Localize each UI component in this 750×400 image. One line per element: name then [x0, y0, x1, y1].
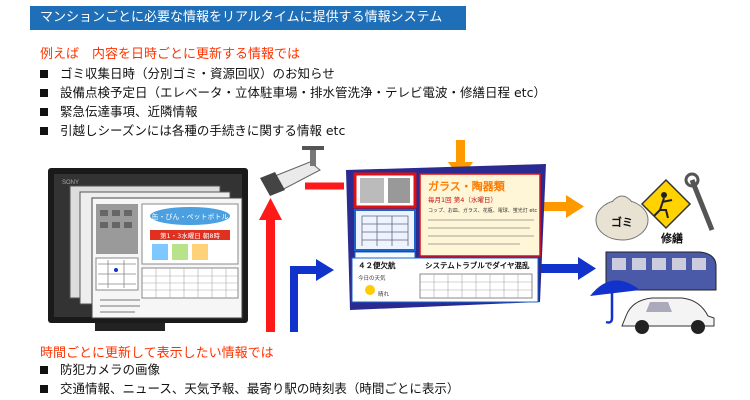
car-icon	[621, 297, 715, 334]
list-item: 防犯カメラの画像	[40, 360, 459, 379]
system-illustration: SONY 「缶・びん・ペットボトル」 第1・3水曜日 朝8時	[48, 140, 717, 334]
monitor-brand: SONY	[62, 180, 79, 186]
list-item: 交通情報、ニュース、天気予報、最寄り駅の時刻表（時間ごとに表示）	[40, 379, 459, 398]
orange-right-arrow	[540, 195, 584, 218]
list-item: 緊急伝達事項、近隣情報	[40, 102, 546, 121]
list-item-text: ゴミ収集日時（分別ゴミ・資源回収）のお知らせ	[60, 66, 335, 81]
garbage-label: ゴミ	[611, 215, 633, 229]
train-headline: システムトラブルでダイヤ混乱	[425, 260, 530, 270]
list-item-text: 設備点検予定日（エレベータ・立体駐車場・排水管洗浄・テレビ電波・修繕日程 etc…	[60, 85, 546, 100]
list-item: 設備点検予定日（エレベータ・立体駐車場・排水管洗浄・テレビ電波・修繕日程 etc…	[40, 83, 546, 102]
building-panel	[354, 209, 416, 251]
top-section-heading: 例えば 内容を日時ごとに更新する情報では	[40, 47, 301, 62]
list-item-text: 引越しシーズンには各種の手続きに関する情報 etc	[60, 123, 346, 138]
bottom-section-heading: 時間ごとに更新して表示したい情報では	[40, 346, 274, 361]
poster-title: 「缶・びん・ペットボトル」	[145, 212, 236, 221]
bullet-square-icon	[40, 107, 48, 116]
blue-feed-arrow	[290, 259, 334, 332]
tv-monitor: SONY 「缶・びん・ペットボトル」 第1・3水曜日 朝8時	[48, 168, 248, 331]
repair-label: 修繕	[660, 231, 683, 245]
weather-label: 今日の天気	[358, 274, 386, 282]
glass-note: コップ、お皿、ガラス、花瓶、電球、蛍光灯 etc	[428, 207, 537, 214]
blue-right-arrow	[530, 257, 596, 280]
glass-notice-title: ガラス・陶器類	[428, 179, 506, 193]
garbage-bag-icon: ゴミ	[595, 195, 649, 241]
list-item: 引越しシーズンには各種の手続きに関する情報 etc	[40, 121, 546, 140]
list-item-text: 緊急伝達事項、近隣情報	[60, 104, 198, 119]
bullet-square-icon	[40, 384, 48, 393]
red-upward-arrow	[259, 198, 282, 332]
weather-text: 晴れ	[378, 290, 390, 298]
train-icon	[605, 251, 717, 291]
bullet-square-icon	[40, 126, 48, 135]
news-headline: ４２便欠航	[358, 260, 396, 270]
top-bullet-list: ゴミ収集日時（分別ゴミ・資源回収）のお知らせ 設備点検予定日（エレベータ・立体駐…	[40, 64, 546, 140]
bottom-bullet-list: 防犯カメラの画像 交通情報、ニュース、天気予報、最寄り駅の時刻表（時間ごとに表示…	[40, 360, 459, 398]
glass-notice	[419, 173, 541, 257]
information-display: ガラス・陶器類 毎月1回 第4（水曜日） コップ、お皿、ガラス、花瓶、電球、蛍光…	[346, 164, 546, 310]
list-item-text: 防犯カメラの画像	[60, 362, 161, 377]
bullet-square-icon	[40, 88, 48, 97]
list-item: ゴミ収集日時（分別ゴミ・資源回収）のお知らせ	[40, 64, 546, 83]
bullet-square-icon	[40, 365, 48, 374]
poster-banner: 第1・3水曜日 朝8時	[160, 231, 220, 240]
umbrella-icon	[590, 280, 640, 324]
list-item-text: 交通情報、ニュース、天気予報、最寄り駅の時刻表（時間ごとに表示）	[60, 381, 460, 396]
glass-schedule: 毎月1回 第4（水曜日）	[428, 195, 497, 204]
sun-icon	[365, 285, 375, 295]
can-illustration	[172, 244, 188, 260]
construction-sign-icon: 修繕	[640, 172, 715, 245]
security-camera-icon	[260, 146, 324, 196]
wrench-icon	[689, 179, 715, 231]
jar-illustration	[192, 244, 208, 260]
bullet-square-icon	[40, 69, 48, 78]
poster-title-bubble	[150, 207, 230, 225]
title-banner: マンションごとに必要な情報をリアルタイムに提供する情報システム	[30, 6, 466, 30]
bottle-illustration	[152, 244, 168, 260]
